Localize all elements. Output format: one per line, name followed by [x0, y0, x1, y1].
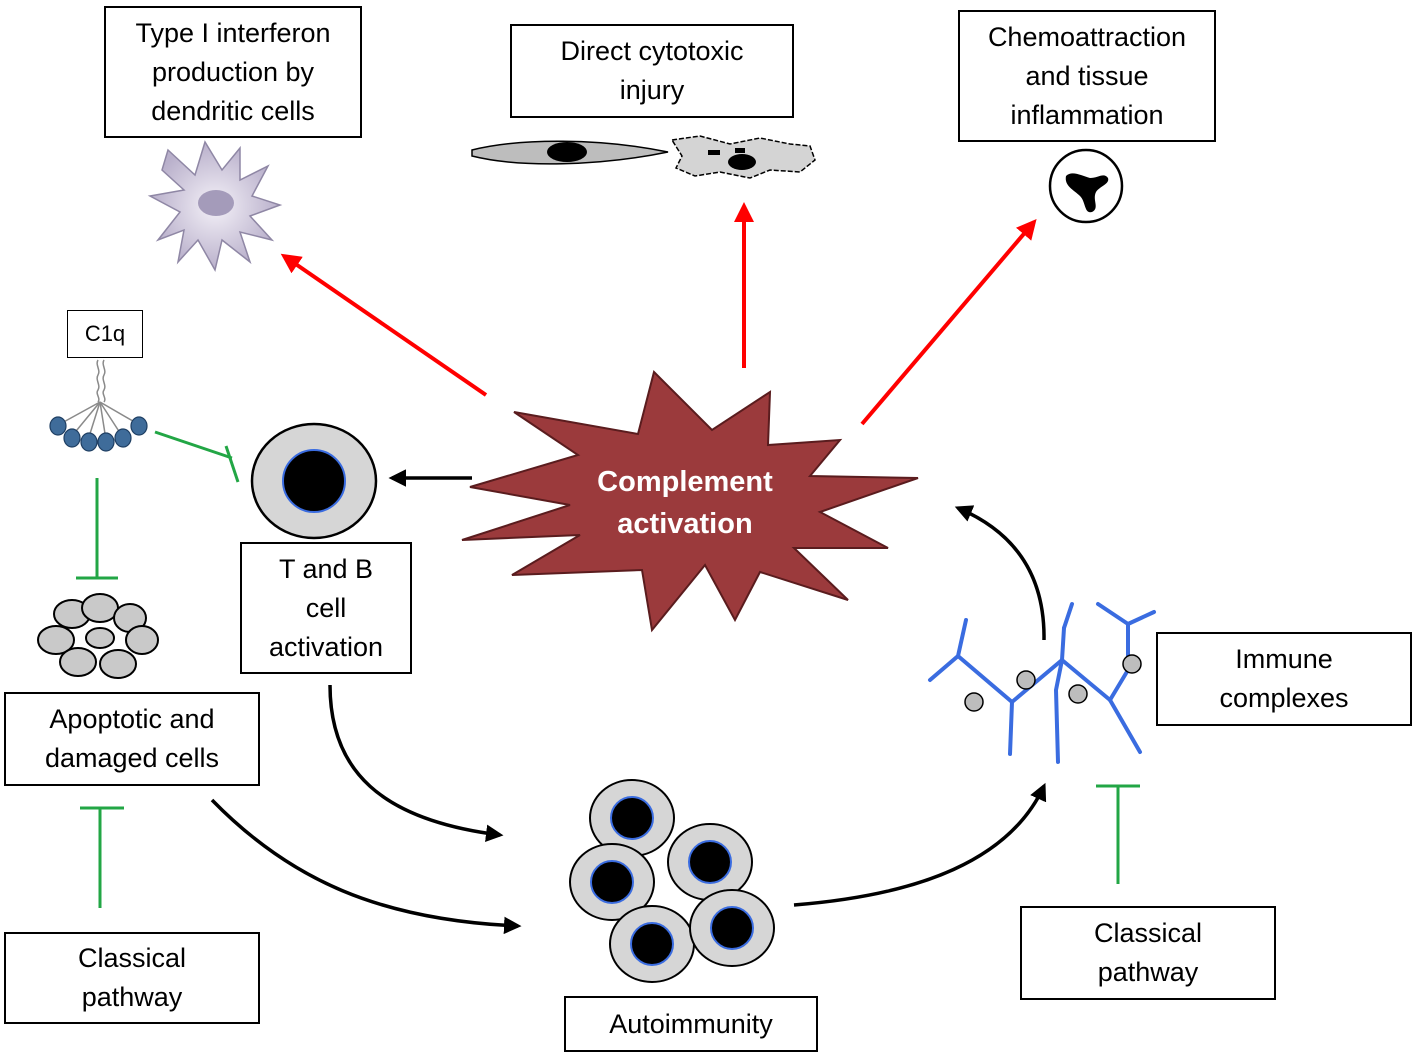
arrow-to-ifn	[280, 253, 488, 397]
c1q-molecule-icon	[49, 359, 148, 452]
tb-activation-label: T and B cell activation	[268, 553, 384, 662]
box-classical-left: Classical pathway	[4, 932, 260, 1024]
chemo-label: Chemoattraction and tissue inflammation	[987, 21, 1187, 130]
immune-complex-icon	[928, 602, 1156, 764]
inhibit-c1q-to-lymphocyte	[154, 430, 240, 483]
classical-right-label: Classical pathway	[1093, 918, 1203, 987]
inhibit-classical-to-complexes	[1096, 784, 1140, 884]
damaged-cell-icon	[670, 135, 816, 179]
neutrophil-icon	[1048, 148, 1124, 224]
box-tb-activation: T and B cell activation	[240, 542, 412, 674]
apoptotic-cell-icon	[37, 593, 159, 679]
box-type1-ifn: Type I interferon production by dendriti…	[104, 6, 362, 138]
complement-activation-label: Complement activation	[560, 458, 810, 548]
classical-left-label: Classical pathway	[77, 943, 187, 1012]
apoptotic-label: Apoptotic and damaged cells	[44, 704, 220, 773]
lymphocyte-icon	[250, 422, 378, 540]
box-apoptotic: Apoptotic and damaged cells	[4, 692, 260, 786]
arrow-to-chemo	[860, 218, 1037, 426]
fibroblast-cell-icon	[471, 140, 669, 165]
arrow-apoptotic-to-autoimmunity	[210, 798, 522, 935]
box-direct-cytotoxic: Direct cytotoxic injury	[510, 24, 794, 118]
arrow-complexes-to-complement	[954, 505, 1046, 641]
box-autoimmunity: Autoimmunity	[564, 996, 818, 1052]
arrow-autoimmunity-to-complexes	[793, 782, 1047, 907]
immune-complexes-label: Immune complexes	[1219, 644, 1349, 713]
box-chemoattraction: Chemoattraction and tissue inflammation	[958, 10, 1216, 142]
box-immune-complexes: Immune complexes	[1156, 632, 1412, 726]
c1q-label: C1q	[84, 321, 126, 346]
complement-starburst	[461, 370, 919, 633]
inhibit-c1q-to-apoptotic	[76, 478, 118, 580]
box-c1q: C1q	[67, 310, 143, 358]
box-classical-right: Classical pathway	[1020, 906, 1276, 1000]
cytotoxic-label: Direct cytotoxic injury	[560, 36, 744, 105]
inhibit-classical-to-apoptotic	[80, 806, 124, 908]
complement-activation-text: Complement activation	[597, 466, 773, 540]
dendritic-cell-icon	[147, 140, 283, 273]
type1-ifn-label: Type I interferon production by dendriti…	[135, 17, 331, 126]
lymphocyte-cluster-icon	[569, 779, 775, 983]
autoimmunity-label: Autoimmunity	[609, 1008, 773, 1039]
arrow-tb-to-autoimmunity	[328, 684, 504, 842]
